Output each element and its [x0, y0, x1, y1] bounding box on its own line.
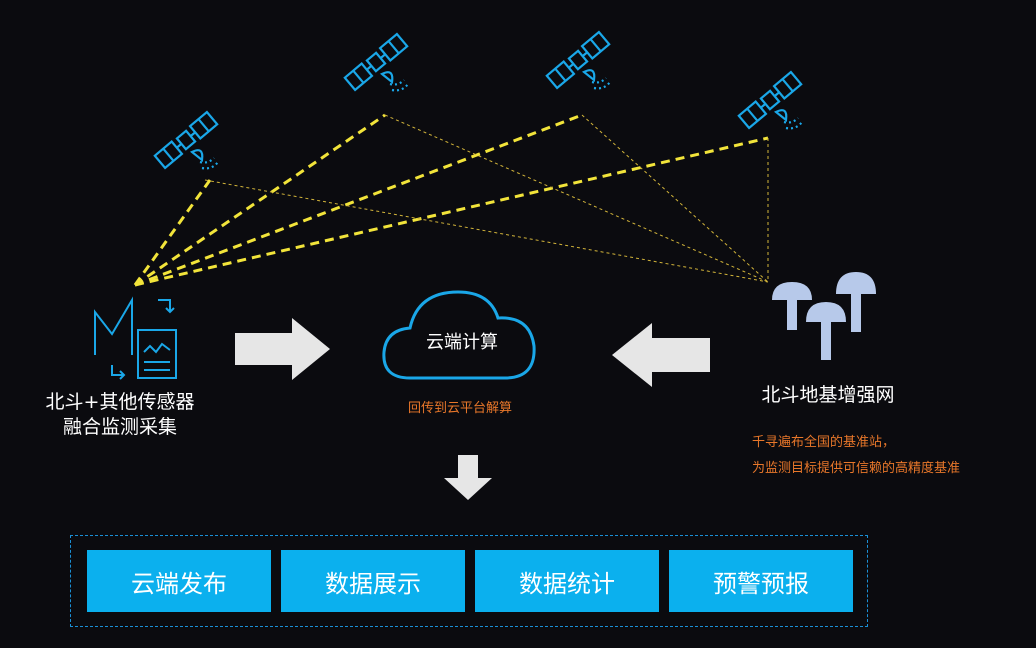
data-statistics-button[interactable]: 数据统计: [475, 550, 659, 612]
network-desc-line2: 为监测目标提供可信赖的高精度基准: [752, 461, 961, 476]
arrow-right-icon: [235, 318, 330, 380]
base-station-icon: [772, 272, 876, 360]
satellite-icon-2: [343, 32, 410, 92]
data-display-button[interactable]: 数据展示: [281, 550, 465, 612]
beam-lines: [133, 113, 769, 287]
beam-2: [134, 113, 386, 287]
ref-line-1: [204, 179, 769, 283]
beam-1: [133, 179, 212, 286]
cloud-label: 云端计算: [426, 332, 498, 353]
beam-4: [134, 136, 769, 287]
satellite-icon-1: [153, 110, 220, 170]
sensor-icon: [94, 296, 177, 380]
sensor-label-line1: 北斗+其他传感器: [45, 391, 195, 413]
network-label: 北斗地基增强网: [761, 384, 895, 406]
early-warning-button[interactable]: 预警预报: [669, 550, 853, 612]
cloud-sub-label: 回传到云平台解算: [407, 401, 512, 416]
output-frame: [70, 535, 868, 627]
arrow-left-icon: [612, 323, 710, 387]
ref-line-2: [384, 114, 769, 283]
ref-line-3: [581, 114, 769, 283]
network-desc-line1: 千寻遍布全国的基准站，: [752, 435, 896, 450]
beam-3: [134, 113, 583, 287]
sensor-label-line2: 融合监测采集: [62, 416, 177, 438]
satellite-icon-3: [545, 30, 612, 90]
sensor-label: 北斗+其他传感器 融合监测采集: [10, 390, 230, 440]
cloud-icon: [382, 290, 536, 380]
arrow-down-icon: [444, 455, 492, 500]
reference-lines: [204, 114, 769, 283]
cloud-publish-button[interactable]: 云端发布: [87, 550, 271, 612]
satellite-icon-4: [737, 70, 804, 130]
network-description: 千寻遍布全国的基准站， 为监测目标提供可信赖的高精度基准: [752, 430, 1036, 482]
